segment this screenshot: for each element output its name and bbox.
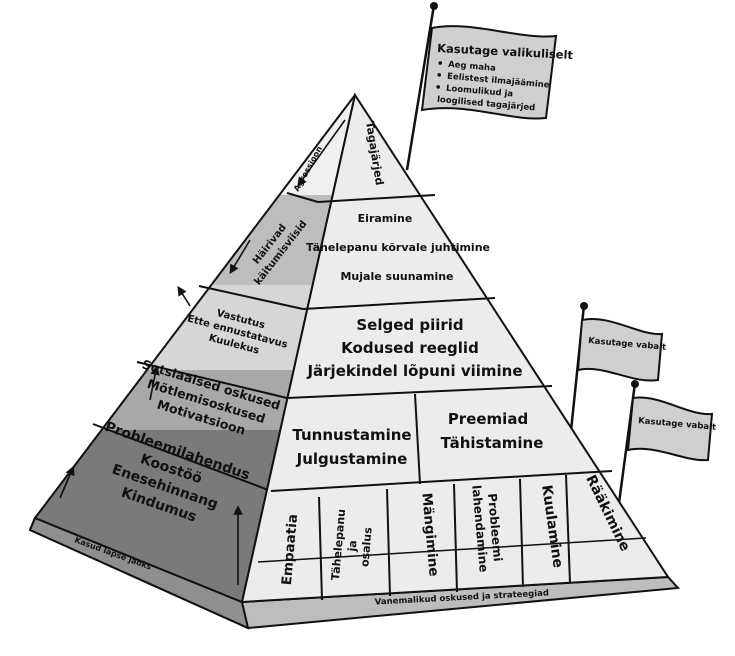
front-tier4-left-line-1: Tunnustamine — [292, 426, 411, 444]
base-column-4-line-1: Probleemi — [485, 493, 505, 563]
front-tier3-line-2: Kodused reeglid — [341, 339, 479, 357]
flag-selective: Kasutage valikuliselt Aeg maha Eelistest… — [405, 2, 574, 171]
base-column-3-line-1: Mängimine — [418, 492, 441, 577]
front-tier4-right-line-2: Tähistamine — [441, 434, 544, 452]
flag-free-1: Kasutage vabalt — [566, 302, 666, 461]
front-tier2-line-1: Eiramine — [358, 212, 413, 225]
front-tier4-right-line-1: Preemiad — [448, 410, 528, 428]
base-column-2-line-2: ja — [345, 540, 359, 553]
base-column-2-line-1: Tähelepanu — [329, 508, 348, 580]
base-column-1-line-1: Empaatia — [279, 513, 301, 585]
flag-selective-item-1: Aeg maha — [448, 60, 497, 74]
base-column-2-line-3: osalus — [358, 526, 374, 567]
front-tier3-line-1: Selged piirid — [356, 316, 463, 334]
front-tier3-line-3: Järjekindel lõpuni viimine — [306, 362, 522, 380]
front-tier4-left-line-2: Julgustamine — [296, 450, 408, 468]
flag-free-2: Kasutage vabalt — [611, 380, 716, 549]
front-tier2-line-2: Tähelepanu kõrvale juhtimine — [306, 241, 490, 254]
front-tier2-line-3: Mujale suunamine — [340, 270, 453, 283]
